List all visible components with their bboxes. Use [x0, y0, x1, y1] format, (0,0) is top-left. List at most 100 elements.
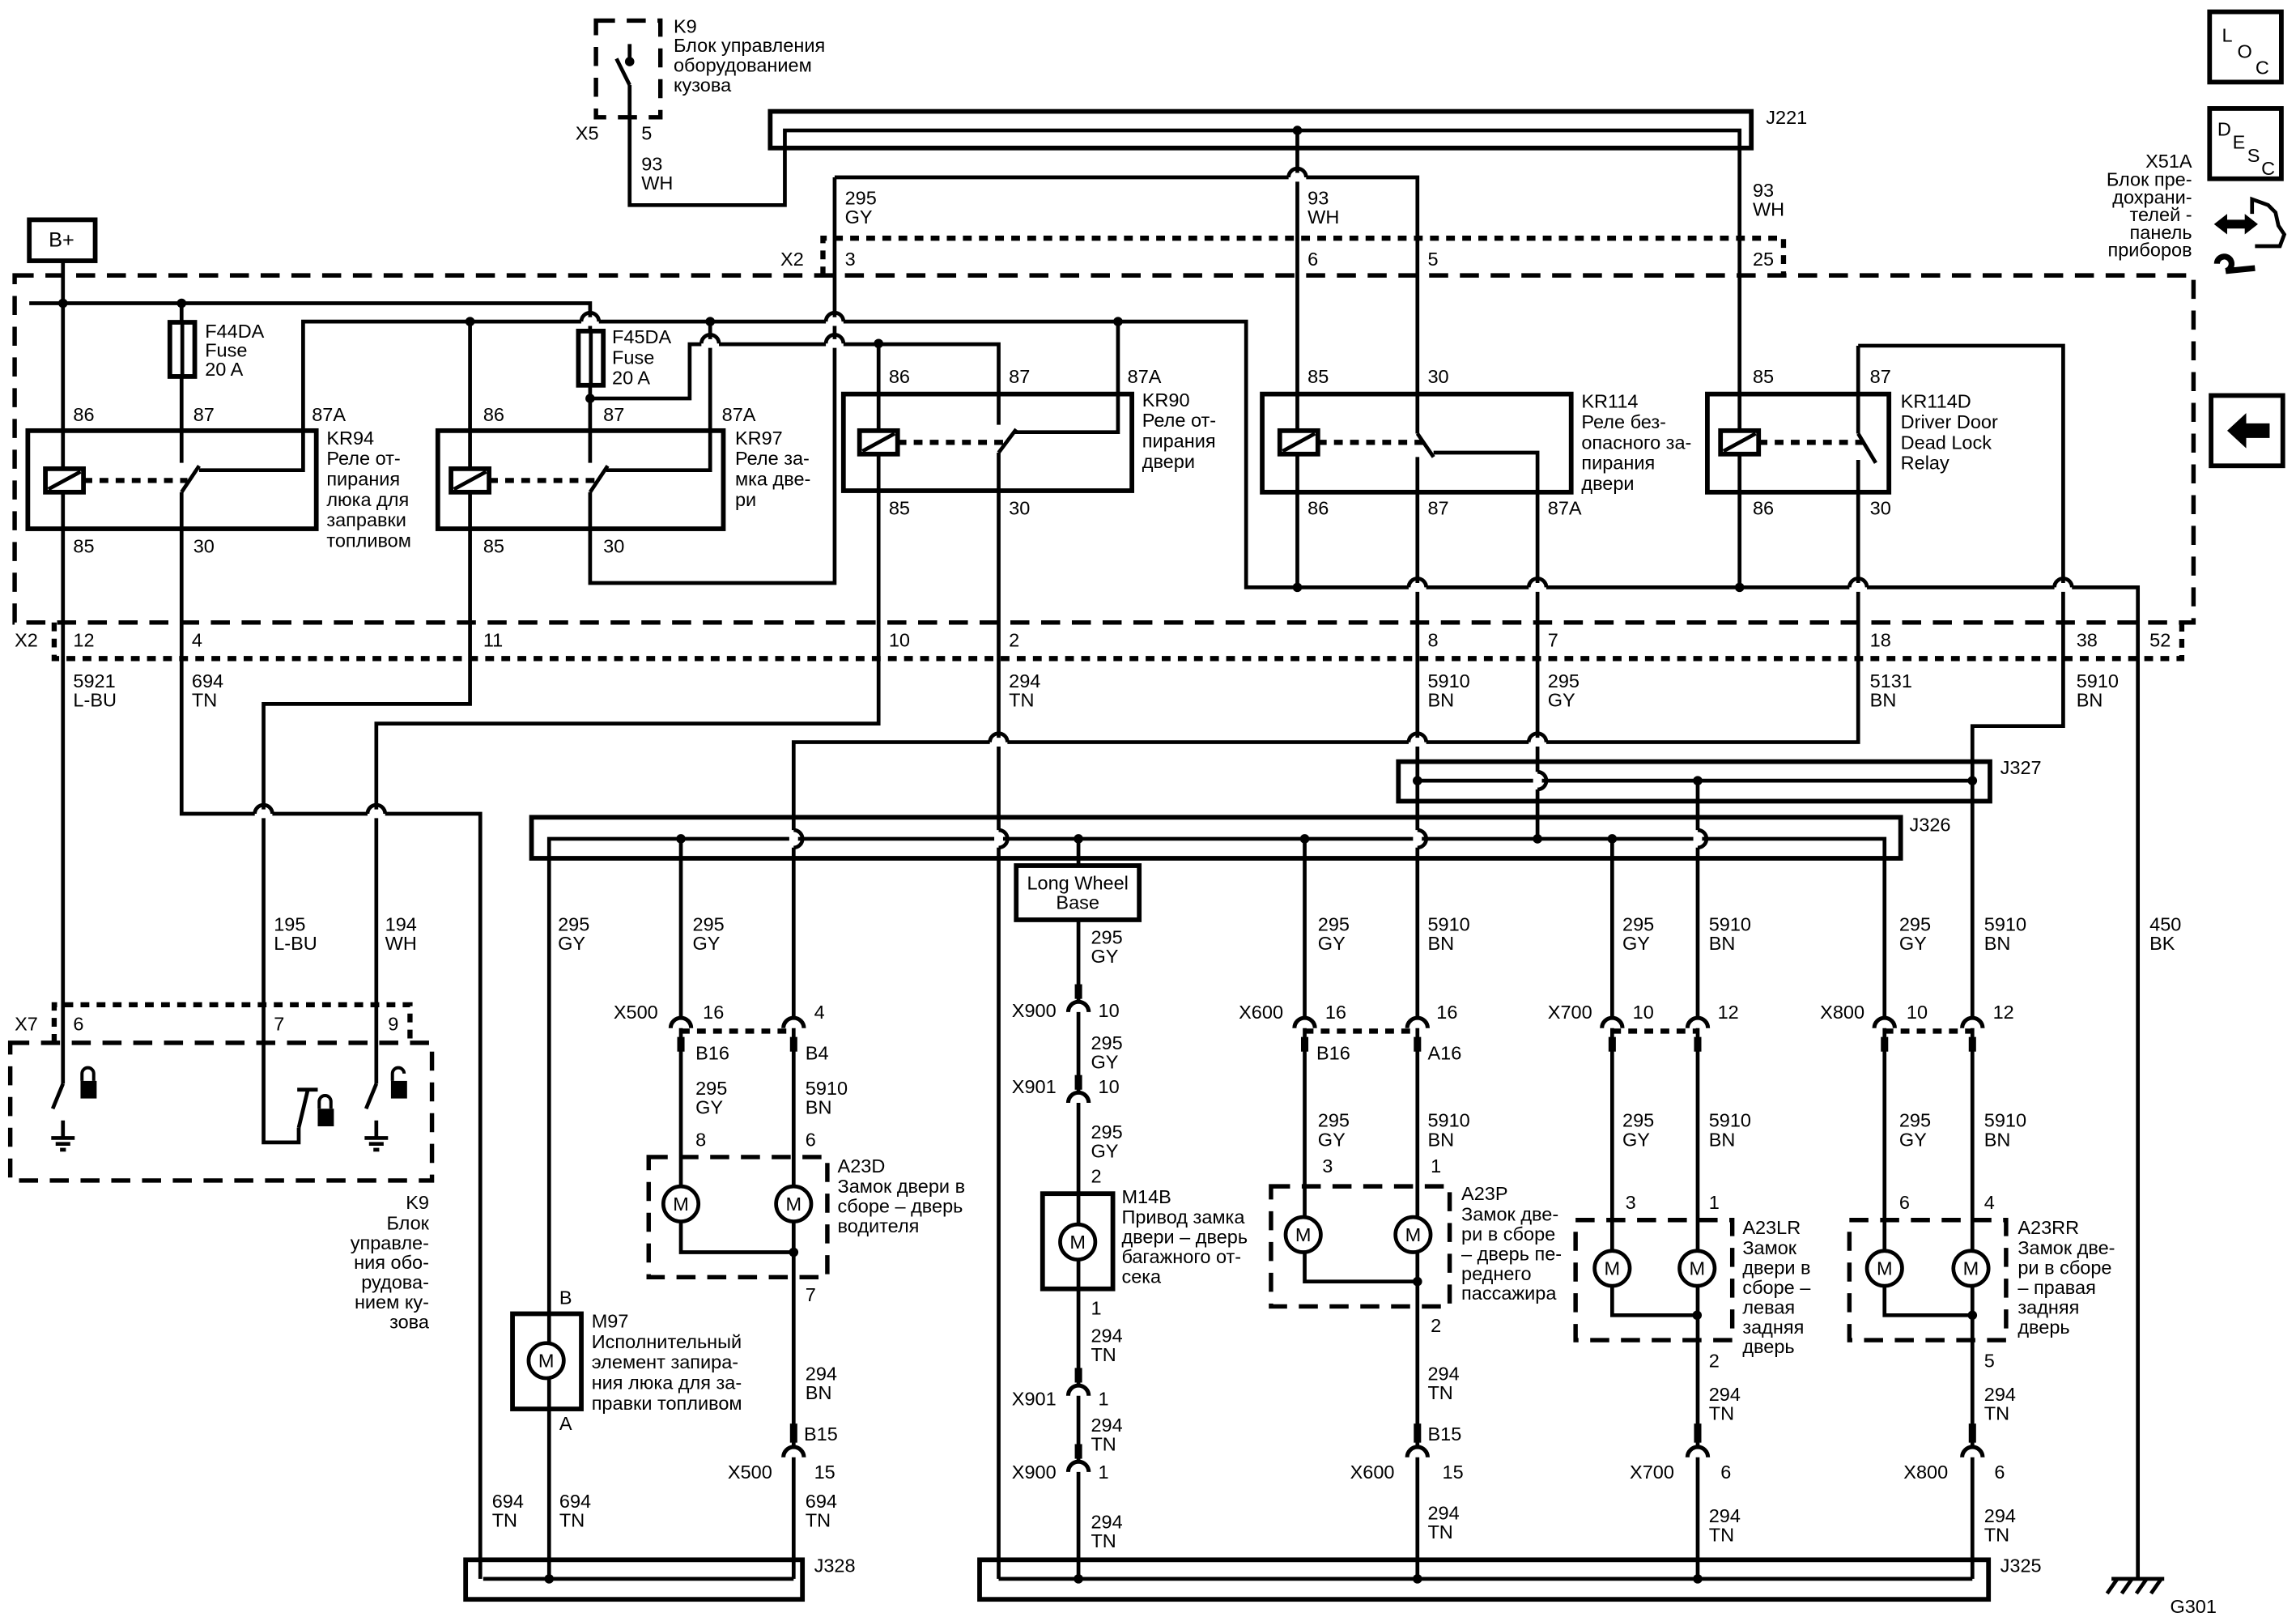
- wire-color: GY: [1091, 1141, 1118, 1162]
- component-description: Замок две-: [1461, 1204, 1558, 1225]
- wire-color: BN: [2077, 690, 2103, 711]
- k9-top-description: оборудованием: [674, 55, 812, 76]
- components-layer: [7, 9, 2287, 1602]
- component-description: правки топливом: [592, 1393, 742, 1414]
- wire-circuit-number: 93: [1753, 180, 1774, 201]
- wire: [834, 175, 1420, 434]
- wire-circuit-number: 295: [1622, 913, 1654, 934]
- relay-id: KR114: [1581, 391, 1638, 412]
- wire: [179, 491, 483, 1579]
- component-id: A23D: [838, 1155, 886, 1177]
- wire-crossover: [793, 828, 805, 850]
- wire-color: GY: [695, 1096, 723, 1117]
- relay-kr94-box: [25, 428, 319, 531]
- loc-button[interactable]: [2207, 9, 2284, 85]
- motor-icon: [1951, 1249, 1991, 1288]
- connector-x2-bottom: [51, 622, 2185, 662]
- connector-x7: [51, 1002, 413, 1043]
- wrench-icon: [2213, 253, 2256, 274]
- wire-circuit-number: 294: [1427, 1502, 1459, 1523]
- pin-label: 38: [2077, 630, 2098, 651]
- relay-pin-label: 86: [1307, 498, 1329, 519]
- splice-pack-j328: [463, 1557, 806, 1602]
- motor-symbol: M: [1877, 1257, 1893, 1279]
- pin-label: 10: [889, 630, 910, 651]
- relay-description: мка две-: [735, 469, 810, 490]
- lock-icon: [80, 1080, 97, 1099]
- relay-kr114d-coil-diagonal: [1722, 432, 1757, 453]
- splice-pack-j327: [1396, 759, 1992, 804]
- wire: [374, 343, 881, 1084]
- pin-label: 12: [1718, 1002, 1739, 1023]
- wire-circuit-number: 294: [1709, 1505, 1741, 1526]
- wire-circuit-number: 294: [1091, 1415, 1122, 1436]
- wire-circuit-number: 93: [1307, 187, 1329, 208]
- wire-color: WH: [385, 933, 417, 954]
- wire-color: GY: [1548, 690, 1575, 711]
- relay-description: люка для: [326, 489, 409, 510]
- motor-symbol: M: [1689, 1257, 1705, 1279]
- pin-label: 1: [1091, 1297, 1101, 1318]
- wire-color: WH: [641, 172, 673, 194]
- connector-x901-label: X901: [1012, 1076, 1057, 1097]
- motor-icon: [1283, 1215, 1323, 1254]
- lock-shackle-icon: [80, 1066, 96, 1081]
- connector-female-terminal: [1685, 1445, 1711, 1457]
- relay-kr90-box: [840, 391, 1134, 493]
- wire-color: TN: [1427, 1521, 1452, 1543]
- desc-letter: E: [2233, 132, 2246, 153]
- connector-x600-label: X600: [1350, 1462, 1395, 1483]
- wire: [546, 836, 1973, 1579]
- wire: [678, 838, 794, 1254]
- wire-circuit-number: 694: [559, 1491, 591, 1512]
- desc-letter: C: [2261, 158, 2275, 179]
- fuse-label: Fuse: [612, 347, 654, 368]
- connector-female-terminal: [1065, 999, 1091, 1013]
- double-arrow-icon: [2213, 214, 2258, 235]
- pin-label: 6: [806, 1129, 816, 1150]
- wire-color: TN: [492, 1510, 517, 1531]
- pin-label: A: [559, 1413, 572, 1434]
- relay-description: двери: [1142, 451, 1195, 472]
- wire: [1433, 450, 1540, 839]
- wire-color: BN: [1427, 933, 1454, 954]
- wire-crossover: [253, 802, 274, 815]
- pin-label: 1: [1431, 1155, 1441, 1177]
- splice-node: [544, 1574, 555, 1584]
- relay-kr90-switch-blade: [997, 428, 1018, 454]
- wire-crossover: [823, 310, 846, 322]
- relay-pin-label: 87A: [312, 404, 346, 425]
- pin-label: 10: [1907, 1002, 1928, 1023]
- connector-female-terminal: [781, 1015, 806, 1029]
- wire-color: TN: [1091, 1530, 1116, 1551]
- motor-symbol: M: [1295, 1224, 1312, 1245]
- relay-pin-label: 30: [1870, 498, 1891, 519]
- connector-x5-label: X5: [576, 123, 599, 144]
- connector-female-terminal: [668, 1015, 694, 1029]
- wire-circuit-number: 5910: [1427, 1110, 1469, 1131]
- relay-pin-label: 86: [1753, 498, 1774, 519]
- fuse-label: 20 A: [205, 359, 243, 380]
- wire-circuit-number: 294: [1091, 1326, 1122, 1347]
- component-description: Привод замка: [1121, 1206, 1245, 1228]
- pin-label: 6: [1899, 1192, 1910, 1213]
- wire-circuit-number: 93: [641, 154, 662, 175]
- connector-x500-label: X500: [614, 1002, 658, 1023]
- relay-kr114d-box: [1705, 391, 1892, 495]
- wire-color: GY: [1091, 946, 1118, 967]
- loc-letter: C: [2256, 57, 2269, 78]
- connector-female-terminal: [781, 1445, 806, 1457]
- pin-label: 8: [1427, 630, 1438, 651]
- wire-circuit-number: 294: [1709, 1384, 1741, 1405]
- splice-node: [1734, 582, 1745, 593]
- relay-kr114-switch-blade: [1415, 432, 1435, 458]
- wire-crossover: [1286, 166, 1308, 178]
- relay-kr94-switch-blade: [180, 464, 201, 494]
- relay-id: KR97: [735, 428, 783, 449]
- desc-button[interactable]: [2207, 106, 2284, 181]
- wire-color: TN: [1091, 1344, 1116, 1365]
- motor-icon: [1058, 1222, 1098, 1262]
- terminal-label: A16: [1427, 1043, 1461, 1064]
- a23p-outline: [1269, 1184, 1452, 1309]
